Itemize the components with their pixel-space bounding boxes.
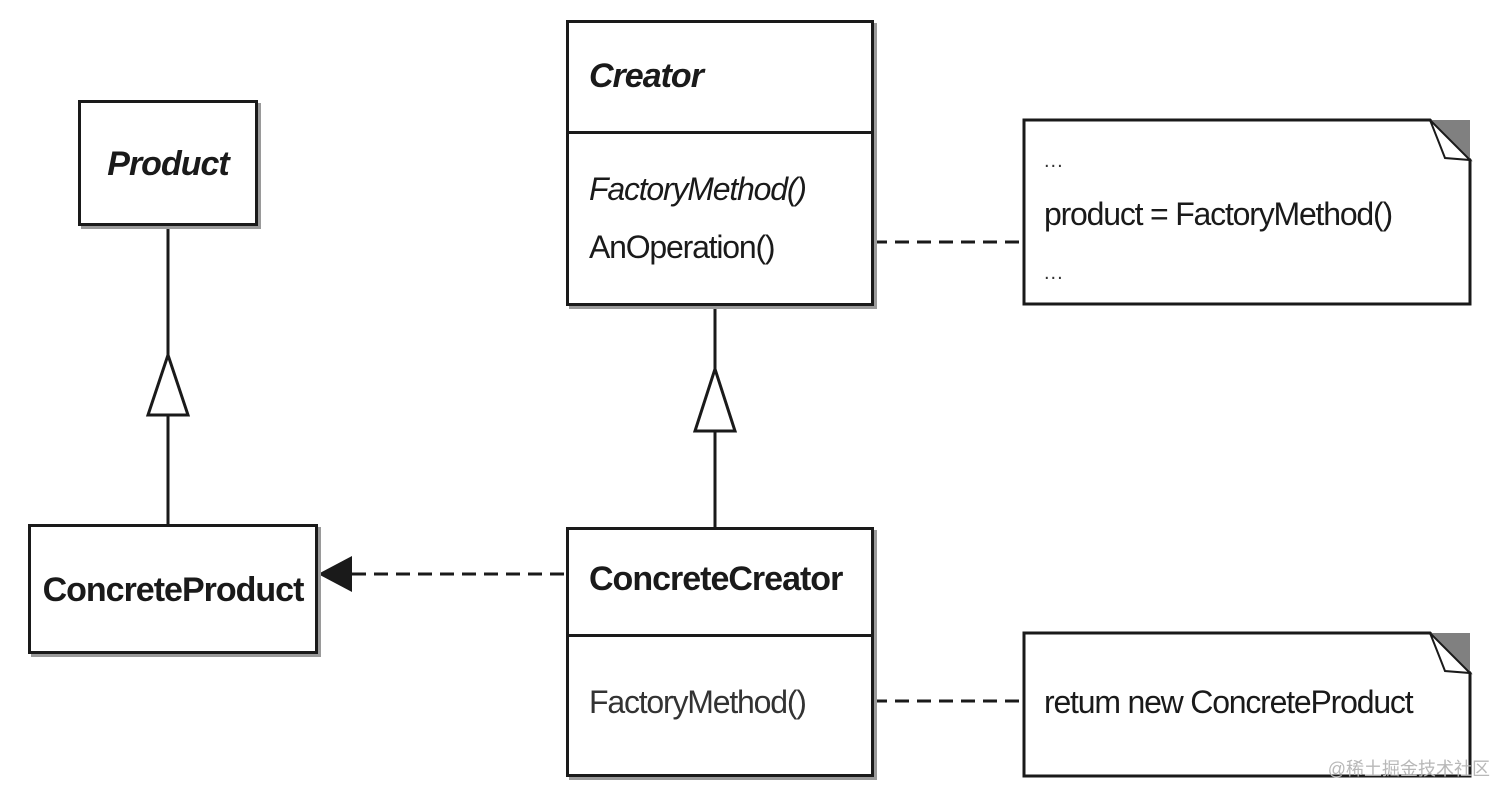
dependency-arrowhead: [318, 556, 352, 592]
concrete-creator-op-factorymethod: FactoryMethod(): [589, 684, 807, 720]
watermark: @稀土掘金技术社区: [1327, 759, 1490, 779]
concrete-creator-note-shape: [1022, 631, 1472, 778]
creator-inheritance-arrow: [692, 364, 738, 433]
concrete-creator-note-fold-curl: [1429, 632, 1473, 675]
creator-note-shape: [1022, 118, 1472, 306]
concrete-creator-divider: [569, 634, 871, 637]
creator-note-code: product = FactoryMethod(): [1044, 196, 1393, 232]
concrete-product-class: ConcreteProduct: [28, 524, 318, 654]
concrete-product-class-name: ConcreteProduct: [42, 571, 305, 609]
product-class-name: Product: [107, 145, 229, 183]
creator-op-factorymethod: FactoryMethod(): [589, 171, 807, 207]
product-inheritance-arrow: [145, 350, 191, 417]
concrete-creator-class-name: ConcreteCreator: [589, 560, 843, 598]
creator-class: Creator FactoryMethod() AnOperation(): [566, 20, 874, 306]
creator-note-ellipsis-top: ...: [1044, 150, 1064, 172]
creator-op-anoperation: AnOperation(): [589, 229, 776, 265]
creator-class-name: Creator: [589, 57, 704, 95]
creator-note-fold-curl: [1429, 119, 1473, 162]
concrete-creator-note-code: retum new ConcreteProduct: [1044, 684, 1414, 720]
creator-divider: [569, 131, 871, 134]
concrete-creator-class: ConcreteCreator FactoryMethod(): [566, 527, 874, 777]
creator-note-ellipsis-bottom: ...: [1044, 262, 1064, 284]
product-class: Product: [78, 100, 258, 226]
